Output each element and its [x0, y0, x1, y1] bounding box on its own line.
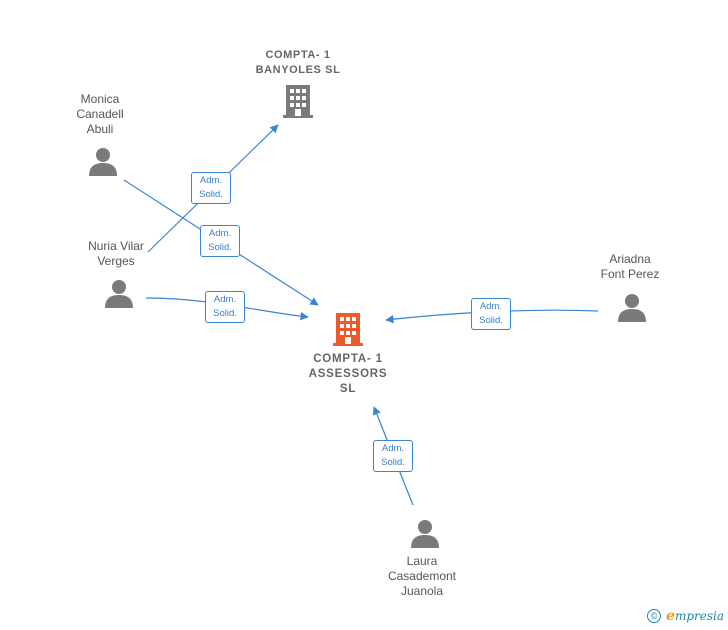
person-label-nuria: Nuria Vilar Verges — [88, 239, 144, 268]
person-icon[interactable] — [410, 518, 440, 548]
company-label-banyoles: COMPTA- 1 BANYOLES SL — [255, 49, 341, 76]
company-label-assessors: COMPTA- 1 ASSESSORS SL — [308, 353, 388, 395]
edge-badge-nuria-assessors[interactable]: Adm. Solid. — [205, 291, 245, 323]
edge-badge-ariadna-assessors[interactable]: Adm. Solid. — [471, 298, 511, 330]
person-icon[interactable] — [88, 146, 118, 176]
building-icon[interactable] — [282, 84, 314, 118]
edge-badge-monica-assessors[interactable]: Adm. Solid. — [200, 225, 240, 257]
brand-logo: empresia — [666, 608, 724, 624]
person-label-monica: Monica Canadell Abuli — [76, 92, 124, 136]
person-label-ariadna: Ariadna Font Perez — [600, 252, 660, 281]
person-icon[interactable] — [617, 292, 647, 322]
empresia-watermark[interactable]: © empresia — [647, 608, 724, 624]
copyright-icon: © — [647, 609, 662, 623]
building-icon[interactable] — [332, 312, 364, 346]
edge-badge-laura-assessors[interactable]: Adm. Solid. — [373, 440, 413, 472]
person-icon[interactable] — [104, 278, 134, 308]
person-label-laura: Laura Casademont Juanola — [387, 554, 457, 598]
edge-badge-nuria-banyoles[interactable]: Adm. Solid. — [191, 172, 231, 204]
